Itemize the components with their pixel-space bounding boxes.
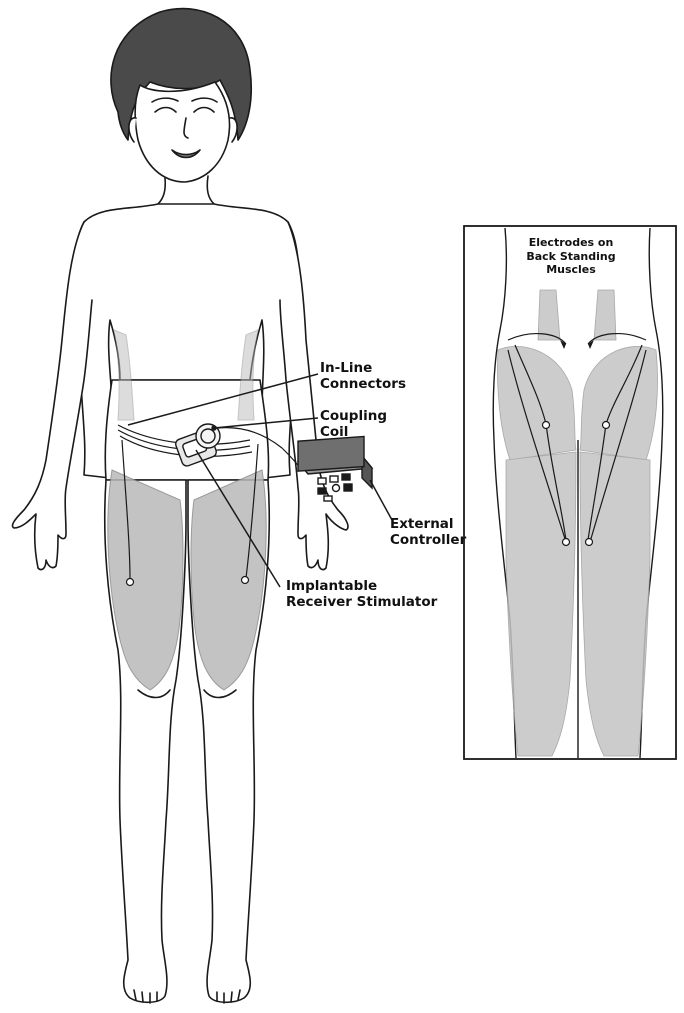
neck-right [207, 176, 214, 204]
right-ear [230, 118, 237, 142]
left-ear [129, 118, 136, 142]
right-arm [280, 222, 348, 570]
label-external-controller: External Controller [390, 516, 466, 548]
inset-electrode-lower-right [586, 539, 593, 546]
label-coupling-coil: Coupling Coil [320, 408, 387, 440]
label-implantable-receiver-stimulator: Implantable Receiver Stimulator [286, 578, 437, 610]
neck [158, 178, 165, 204]
inset-electrode-upper-left [543, 422, 550, 429]
face [135, 82, 229, 182]
left-thigh-electrode [127, 579, 134, 586]
right-thigh-electrode [242, 577, 249, 584]
controller-face [298, 437, 364, 472]
inset-title: Electrodes on Back Standing Muscles [506, 236, 636, 277]
leader-external-controller [370, 480, 392, 520]
left-arm [12, 222, 92, 570]
inset-panel [464, 226, 676, 759]
inset-electrode-upper-right [603, 422, 610, 429]
label-in-line-connectors: In-Line Connectors [320, 360, 406, 392]
inset-electrode-lower-left [563, 539, 570, 546]
